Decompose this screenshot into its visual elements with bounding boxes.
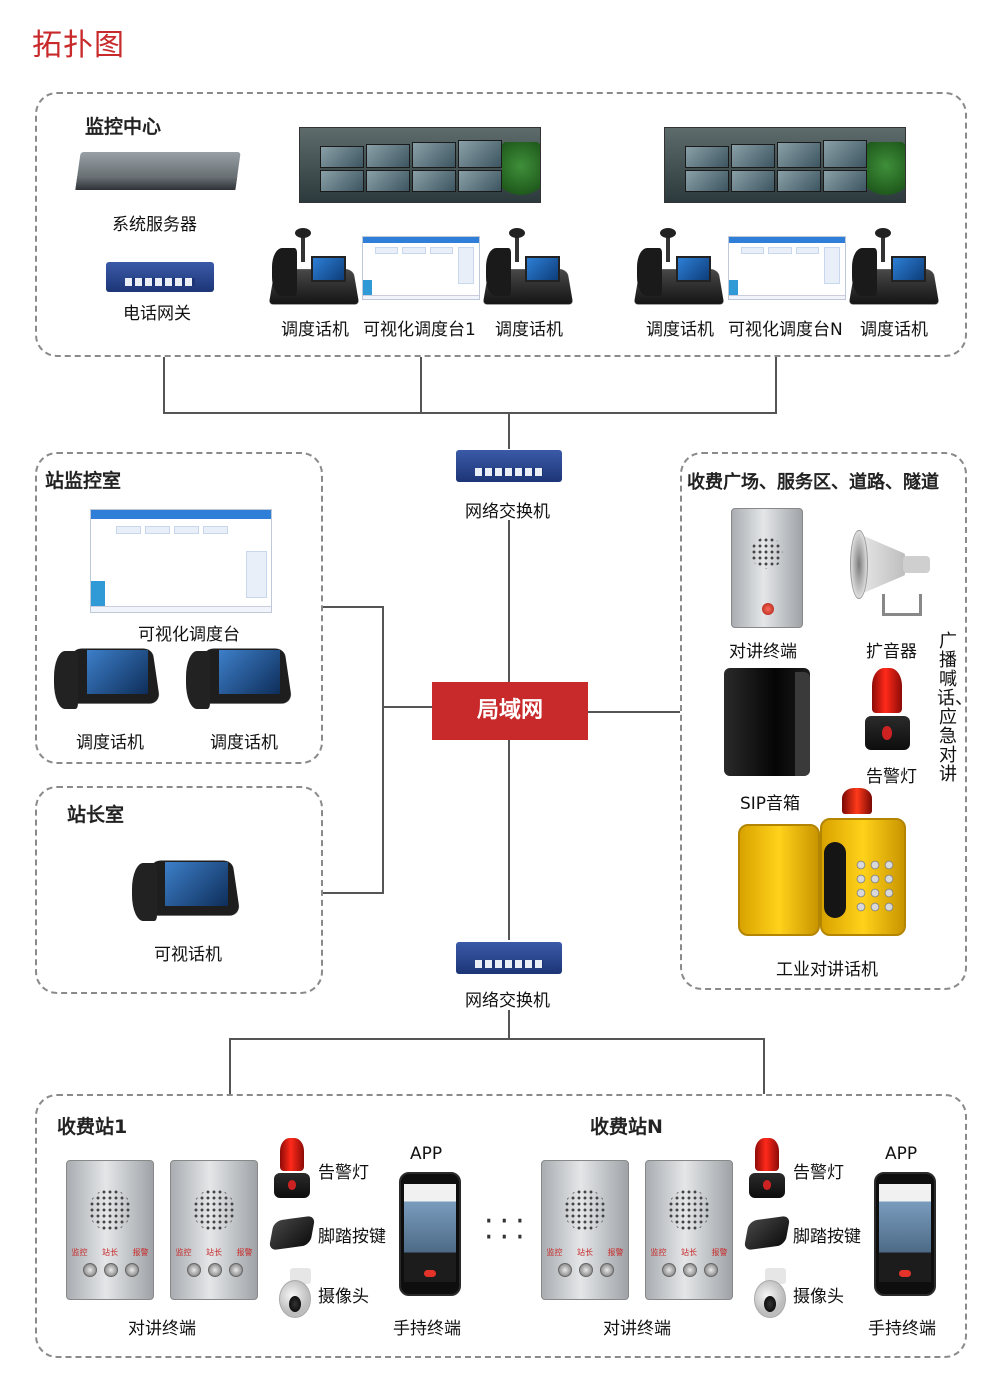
sip-speaker-label: SIP音箱: [740, 794, 801, 814]
monitoring-center-region: [35, 92, 967, 357]
field-side-note: 广播喊话、应急对讲: [937, 631, 973, 785]
toll-station-n-intercom-a: 监控 站长 报警: [541, 1160, 629, 1300]
connector-line: [763, 1038, 765, 1094]
connector-line: [508, 520, 510, 682]
toll-station-1-pedal-label: 脚踏按键: [318, 1227, 386, 1247]
visual-console-1: [362, 236, 480, 300]
connector-line: [163, 412, 777, 414]
horn-speaker-label: 扩音器: [866, 642, 917, 662]
toll-station-n-title: 收费站N: [590, 1116, 663, 1138]
phone-gateway-label: 电话网关: [123, 304, 191, 324]
station-dispatch-phone-2-label: 调度话机: [210, 733, 278, 753]
intercom-tags: 监控 站长 报警: [546, 1248, 624, 1257]
intercom-tags: 监控 站长 报警: [175, 1248, 253, 1257]
dispatch-phone-nb-label: 调度话机: [860, 320, 928, 340]
field-alarm-light-label: 告警灯: [866, 767, 917, 787]
dispatch-phone-na: [633, 228, 725, 305]
dispatch-phone-na-label: 调度话机: [646, 320, 714, 340]
station-visual-console-label: 可视化调度台: [138, 625, 240, 645]
dispatch-phone-1b: [482, 228, 574, 305]
toll-station-n-intercom-label: 对讲终端: [603, 1319, 671, 1339]
toll-station-n-alarm-label: 告警灯: [793, 1163, 844, 1183]
connector-line: [775, 357, 777, 413]
field-intercom-device: [731, 508, 803, 628]
toll-station-1-intercom-b: 监控 站长 报警: [170, 1160, 258, 1300]
station-monitoring-title: 站监控室: [45, 470, 122, 492]
toll-station-1-intercom-a: 监控 站长 报警: [66, 1160, 154, 1300]
field-intercom-label: 对讲终端: [729, 642, 797, 662]
station-monitoring-region: [35, 452, 323, 764]
field-title: 收费广场、服务区、道路、隧道: [687, 472, 939, 493]
connector-line: [229, 1038, 765, 1040]
dispatch-phone-1b-label: 调度话机: [495, 320, 563, 340]
network-switch-top-label: 网络交换机: [465, 502, 550, 522]
video-wall-1: [299, 127, 541, 203]
toll-station-1-camera-label: 摄像头: [318, 1287, 369, 1307]
toll-station-1-intercom-label: 对讲终端: [128, 1319, 196, 1339]
intercom-tags: 监控 站长 报警: [71, 1248, 149, 1257]
connector-line: [382, 706, 432, 708]
toll-stations-region: [35, 1094, 967, 1358]
connector-line: [508, 413, 510, 449]
monitoring-center-title: 监控中心: [85, 116, 162, 138]
system-server-label: 系统服务器: [112, 215, 197, 235]
toll-station-1-handheld-device: [399, 1172, 461, 1296]
toll-station-n-app-label: APP: [885, 1144, 918, 1164]
page-title: 拓扑图: [32, 28, 125, 63]
connector-line: [508, 1010, 510, 1040]
video-phone-label: 可视话机: [154, 945, 222, 965]
network-switch-bottom-label: 网络交换机: [465, 991, 550, 1011]
field-alarm-light-device: [862, 668, 912, 750]
connector-line: [323, 892, 384, 894]
connector-line: [163, 357, 165, 413]
toll-station-n-handheld-label: 手持终端: [868, 1319, 936, 1339]
video-wall-n: [664, 127, 906, 203]
toll-station-n-camera-device: [747, 1268, 793, 1322]
station-master-region: [35, 786, 323, 994]
connector-line: [420, 357, 422, 413]
system-server-device: [75, 152, 241, 190]
sip-speaker-device: [724, 668, 810, 776]
visual-console-n: [728, 236, 846, 300]
toll-station-1-title: 收费站1: [57, 1116, 128, 1138]
toll-station-1-alarm-label: 告警灯: [318, 1163, 369, 1183]
video-phone-device: [132, 856, 241, 928]
station-dispatch-phone-1-label: 调度话机: [76, 733, 144, 753]
toll-station-n-pedal-label: 脚踏按键: [793, 1227, 861, 1247]
connector-line: [323, 606, 382, 608]
lan-node: 局域网: [432, 682, 588, 740]
network-switch-top: [456, 450, 562, 482]
visual-console-n-label: 可视化调度台N: [728, 320, 843, 340]
station-master-title: 站长室: [67, 804, 125, 826]
dispatch-phone-1a: [268, 228, 360, 305]
connector-line: [588, 711, 680, 713]
connector-line: [508, 740, 510, 940]
station-dispatch-phone-1: [54, 644, 161, 716]
station-visual-console: [90, 509, 272, 613]
intercom-tags: 监控 站长 报警: [650, 1248, 728, 1257]
connector-line: [229, 1038, 231, 1094]
connector-line: [382, 606, 384, 894]
station-dispatch-phone-2: [186, 644, 293, 716]
phone-gateway-device: [106, 262, 214, 292]
toll-station-1-camera-device: [272, 1268, 318, 1322]
network-switch-bottom: [456, 942, 562, 974]
horn-speaker-device: [850, 530, 930, 616]
toll-station-1-alarm-device: [272, 1138, 312, 1198]
toll-station-n-camera-label: 摄像头: [793, 1287, 844, 1307]
more-stations-ellipsis: ··· ···: [484, 1204, 531, 1255]
toll-station-1-app-label: APP: [410, 1144, 443, 1164]
toll-station-n-intercom-b: 监控 站长 报警: [645, 1160, 733, 1300]
industrial-phone-device: [738, 788, 910, 940]
toll-station-n-alarm-device: [747, 1138, 787, 1198]
dispatch-phone-nb: [848, 228, 940, 305]
field-region: [680, 452, 967, 990]
toll-station-1-handheld-label: 手持终端: [393, 1319, 461, 1339]
dispatch-phone-1a-label: 调度话机: [281, 320, 349, 340]
visual-console-1-label: 可视化调度台1: [363, 320, 476, 340]
industrial-phone-label: 工业对讲话机: [776, 960, 878, 980]
toll-station-n-handheld-device: [874, 1172, 936, 1296]
